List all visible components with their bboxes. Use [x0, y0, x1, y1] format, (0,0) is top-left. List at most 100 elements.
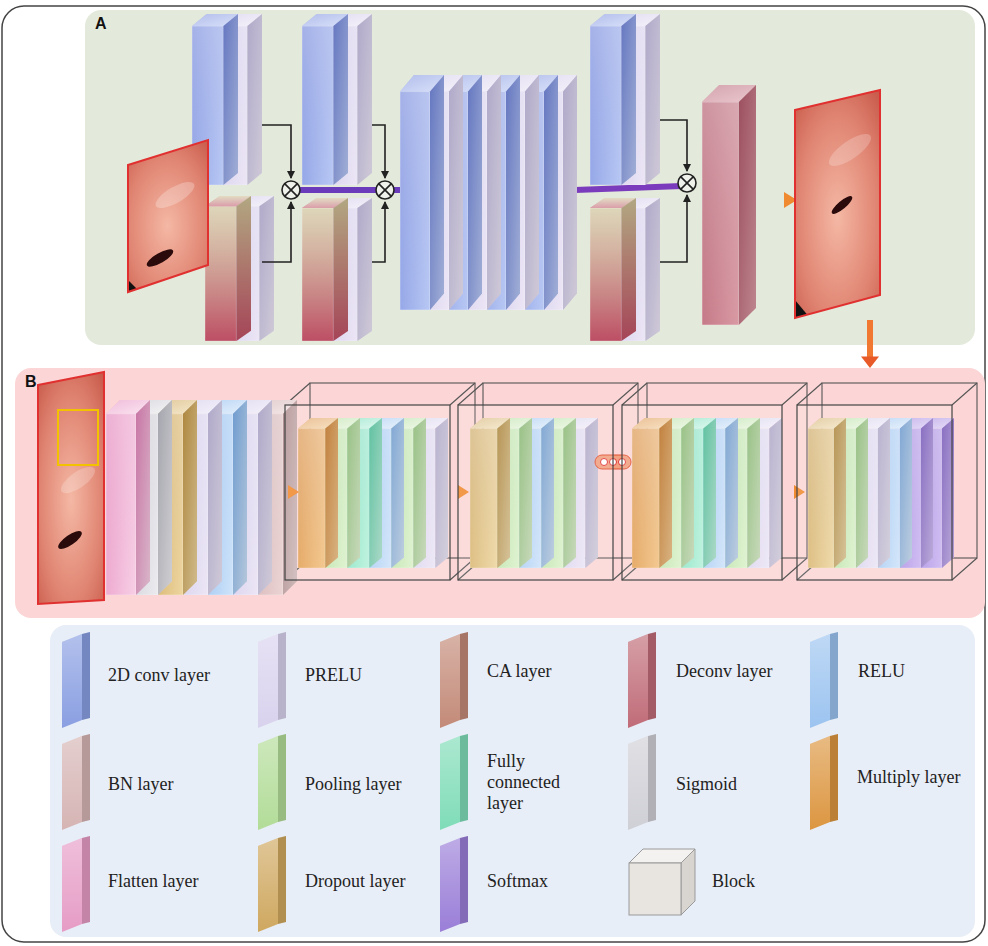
swatch-shade	[648, 632, 656, 720]
swatch-face	[258, 634, 278, 728]
input-image	[152, 177, 198, 213]
swatch-side	[278, 734, 286, 822]
input-image	[120, 135, 215, 300]
legend-swatch	[258, 632, 288, 728]
swatch-gloss	[258, 634, 278, 728]
legend-swatch	[258, 734, 288, 830]
swatch-gloss	[628, 736, 648, 830]
input-image	[58, 410, 98, 465]
legend-entry: Block	[712, 871, 755, 892]
legend-swatch	[62, 734, 92, 830]
data-flow-lines	[300, 187, 376, 193]
flow-arrow	[861, 345, 879, 368]
block-outline-front	[622, 405, 782, 580]
multiply-symbol	[678, 174, 696, 192]
legend-label: Sigmoid	[676, 774, 737, 795]
legend-swatch	[810, 632, 840, 728]
swatch-face	[62, 634, 82, 728]
legend-entry: PRELU	[305, 665, 362, 686]
multiply-symbol	[376, 181, 394, 199]
swatch-gloss	[258, 736, 278, 830]
swatch-face	[810, 634, 830, 728]
attention-bracket	[660, 120, 687, 171]
legend-swatch	[440, 836, 470, 932]
layer-stack	[702, 85, 756, 325]
multiply-symbol	[681, 177, 694, 190]
cube-side	[681, 849, 695, 915]
legend-entry: Softmax	[487, 871, 548, 892]
multiply-symbol	[681, 177, 694, 190]
legend-entry: BN layer	[108, 774, 173, 795]
legend-entry: RELU	[858, 661, 905, 682]
swatch-side	[830, 632, 838, 720]
input-image	[38, 372, 104, 604]
output-image	[790, 85, 885, 325]
legend-swatch-art	[440, 734, 470, 830]
swatch-shade	[82, 632, 90, 720]
legend-swatch	[440, 734, 470, 830]
output-arrow	[756, 197, 786, 203]
legend-swatch	[62, 632, 92, 728]
legend-label: RELU	[858, 661, 905, 682]
legend-swatch-art	[810, 632, 840, 728]
block-outline-back	[622, 383, 647, 405]
legend-label: Pooling layer	[305, 774, 402, 795]
block-outline-back	[782, 383, 807, 405]
output-image	[790, 85, 885, 325]
legend-entry: Fully connected layer	[487, 751, 587, 814]
legend-swatch-art	[62, 734, 92, 830]
output-arrow	[867, 320, 873, 346]
swatch-gloss	[62, 838, 82, 932]
swatch-shade	[82, 836, 90, 924]
output-image	[824, 128, 875, 171]
legend-swatch	[628, 632, 658, 728]
block-symbol-art	[628, 848, 698, 918]
legend-label: Softmax	[487, 871, 548, 892]
swatch-gloss	[62, 634, 82, 728]
attention-bracket	[262, 120, 687, 262]
legend-label: Multiply layer	[857, 767, 960, 788]
legend-swatch	[62, 836, 92, 932]
layer-stack	[302, 14, 348, 185]
swatch-side	[648, 734, 656, 822]
legend-swatch-art	[258, 734, 288, 830]
multiply-symbol	[379, 184, 392, 197]
legend-entry: Sigmoid	[676, 774, 737, 795]
multiply-symbol	[379, 184, 392, 197]
legend-entry: 2D conv layer	[108, 665, 210, 686]
swatch-face	[62, 736, 82, 830]
outer-frame	[2, 6, 985, 942]
legend-swatch-art	[628, 734, 658, 830]
block-outline-front	[458, 405, 613, 580]
swatch-side	[648, 632, 656, 720]
legend-entry: Multiply layer	[857, 767, 960, 788]
swatch-side	[460, 734, 468, 822]
input-image	[145, 246, 176, 270]
swatch-shade	[82, 734, 90, 822]
input-image	[120, 135, 215, 300]
block-outline-front	[285, 405, 450, 580]
swatch-shade	[278, 836, 286, 924]
swatch-side	[278, 836, 286, 924]
block-outline-back	[797, 383, 822, 405]
block-outline-front	[797, 405, 952, 580]
swatch-gloss	[440, 736, 460, 830]
swatch-face	[628, 736, 648, 830]
legend-swatch-art	[440, 632, 470, 728]
layer-stack	[106, 400, 150, 595]
legend-label: BN layer	[108, 774, 173, 795]
swatch-face	[810, 736, 830, 830]
swatch-gloss	[440, 634, 460, 728]
data-flow-lines	[210, 187, 282, 193]
legend-label: 2D conv layer	[108, 665, 210, 686]
legend-swatch	[440, 632, 470, 728]
data-flow-lines	[575, 186, 682, 190]
block-outline-back	[952, 558, 977, 580]
multiply-symbol	[282, 174, 696, 199]
output-image	[829, 194, 854, 217]
swatch-shade	[278, 632, 286, 720]
legend-entry: Dropout layer	[305, 871, 405, 892]
legend-label: Dropout layer	[305, 871, 405, 892]
panel-label: B	[25, 373, 37, 391]
arrow-head	[861, 357, 879, 369]
